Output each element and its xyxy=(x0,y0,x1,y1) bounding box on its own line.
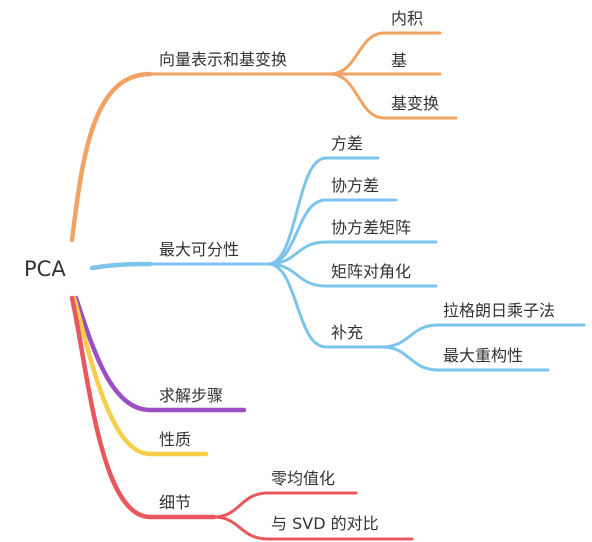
edge-basis-change xyxy=(328,72,458,120)
node-details: 细节 xyxy=(159,493,192,512)
edge-root-properties xyxy=(71,295,209,457)
edge-root-steps xyxy=(73,295,247,413)
node-svd-compare: 与 SVD 的对比 xyxy=(271,514,379,533)
node-base: 基 xyxy=(391,51,408,70)
edge-details-svd xyxy=(212,515,414,541)
node-diagonalization: 矩阵对角化 xyxy=(331,262,412,281)
edge-variance-covariance xyxy=(266,198,398,266)
node-covariance: 协方差 xyxy=(331,176,380,195)
node-basis: 向量表示和基变换 xyxy=(159,50,288,69)
node-basis-change: 基变换 xyxy=(391,94,440,113)
edge-variance-variance xyxy=(266,156,380,266)
node-inner-product: 内积 xyxy=(391,9,424,28)
node-steps: 求解步骤 xyxy=(159,386,224,405)
edge-variance-diag xyxy=(266,262,438,288)
edge-root-details xyxy=(69,295,217,520)
node-reconstruction: 最大重构性 xyxy=(443,346,524,365)
edge-root-variance xyxy=(89,261,153,271)
edge-variance-supplement xyxy=(266,262,384,349)
root-node: PCA xyxy=(24,257,66,281)
edge-basis-inner-product xyxy=(328,31,442,76)
edge-root-basis xyxy=(69,71,153,243)
node-zero-mean: 零均值化 xyxy=(271,469,336,488)
node-cov-matrix: 协方差矩阵 xyxy=(331,218,412,237)
node-variance-def: 方差 xyxy=(331,134,364,153)
node-variance: 最大可分性 xyxy=(159,240,240,259)
node-lagrange: 拉格朗日乘子法 xyxy=(443,301,556,320)
node-supplement: 补充 xyxy=(331,323,364,342)
edge-details-zero-mean xyxy=(212,491,358,519)
node-properties: 性质 xyxy=(159,430,192,449)
edge-supplement-reconstruction xyxy=(380,345,550,372)
edge-variance-cov-matrix xyxy=(266,240,438,266)
edge-supplement-lagrange xyxy=(380,323,586,349)
